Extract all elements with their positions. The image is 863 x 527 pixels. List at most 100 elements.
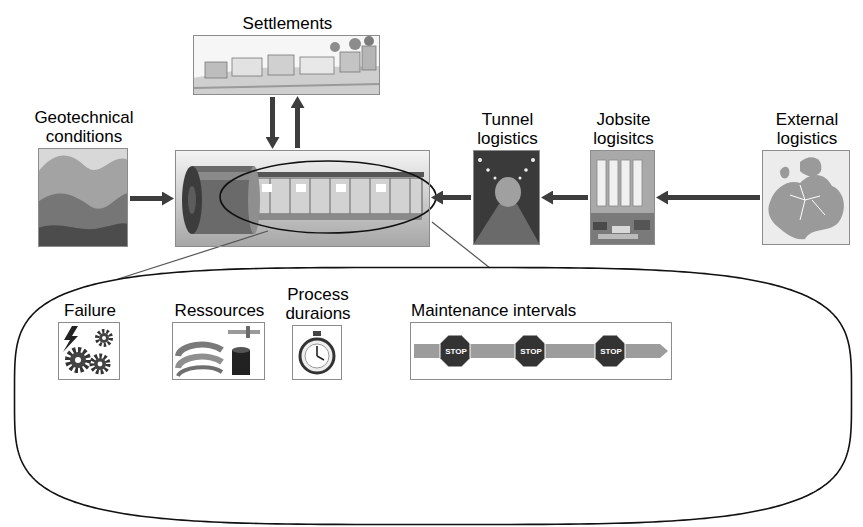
external-logistics-box: External logistics	[762, 150, 850, 245]
flow-arrow	[130, 196, 162, 201]
tunnel-picture	[473, 150, 540, 245]
failure-picture	[68, 350, 88, 370]
settlements-picture	[232, 58, 262, 76]
resources-picture	[172, 322, 265, 380]
stopwatch-picture	[313, 331, 321, 336]
tbm-picture	[262, 184, 272, 192]
tbm-picture	[254, 214, 422, 220]
tbm-picture	[188, 186, 196, 214]
tunnel-picture	[524, 168, 528, 172]
resources-picture	[172, 322, 265, 380]
tbm-picture	[270, 178, 410, 214]
failure-picture	[58, 322, 120, 380]
jobsite-logistics-box: Jobsite logisitcs	[590, 150, 655, 245]
settlements-picture	[193, 35, 380, 95]
node-heading: Geotechnical conditions	[28, 108, 140, 146]
settlements-picture	[364, 36, 374, 46]
tunnel-picture	[531, 158, 535, 162]
node-heading: Tunnel logistics	[467, 110, 549, 148]
geotechnical-picture	[38, 193, 128, 247]
geotechnical-picture	[38, 148, 128, 247]
stopwatch-picture	[292, 325, 342, 380]
resources-box: Ressources	[172, 322, 265, 380]
jobsite-picture	[590, 150, 655, 245]
settlements-picture	[193, 35, 380, 95]
tbm-picture	[336, 184, 346, 192]
resources-picture	[232, 350, 250, 375]
stop-sign-text: STOP	[595, 347, 627, 357]
stop-sign-text: STOP	[440, 347, 472, 357]
geotechnical-picture	[38, 223, 128, 247]
tbm-picture	[254, 172, 424, 177]
jobsite-picture	[597, 160, 606, 206]
stopwatch-picture	[300, 339, 334, 373]
jobsite-picture	[633, 160, 642, 206]
stopwatch-picture	[305, 344, 329, 368]
tbm-zoom-marker	[220, 161, 436, 233]
settlements-picture	[349, 38, 361, 50]
failure-picture	[70, 352, 86, 368]
jobsite-picture	[593, 222, 607, 230]
settlements-picture	[205, 62, 227, 78]
node-heading: Process duraions	[281, 285, 355, 323]
tunnel-picture	[486, 168, 490, 172]
europe-map-picture	[762, 150, 850, 245]
flow-arrow	[553, 195, 588, 200]
europe-map-picture	[768, 175, 844, 239]
node-heading: Jobsite logisitcs	[583, 110, 665, 148]
maintenance-picture	[410, 322, 672, 380]
settlements-picture	[330, 42, 340, 52]
failure-picture	[98, 362, 103, 367]
flow-arrow	[295, 108, 300, 148]
jobsite-picture	[609, 160, 618, 206]
node-heading: External logistics	[761, 110, 853, 148]
ellipse-outline	[15, 268, 852, 525]
maintenance-picture	[439, 335, 563, 367]
flow-arrow	[668, 195, 760, 200]
geotechnical-box: Geotechnical conditions	[38, 148, 128, 247]
settlements-box: Settlements	[193, 35, 380, 95]
node-heading: Ressources	[164, 301, 276, 320]
tbm-box	[175, 150, 430, 247]
tbm-zoom-marker	[118, 161, 490, 279]
resources-picture	[228, 330, 260, 334]
flow-arrow	[443, 195, 471, 200]
jobsite-picture	[590, 150, 655, 245]
tunnel-logistics-box: Tunnel logistics	[473, 150, 540, 245]
flow-arrow	[270, 97, 275, 137]
resources-picture	[178, 367, 222, 376]
maintenance-picture	[410, 322, 672, 380]
jobsite-picture	[621, 160, 630, 206]
tbm-picture	[296, 184, 306, 192]
failure-picture	[92, 356, 108, 372]
resources-picture	[246, 326, 250, 338]
settlements-picture	[340, 52, 360, 72]
jobsite-picture	[598, 234, 638, 239]
tunnel-picture	[494, 177, 497, 180]
node-heading: Failure	[45, 301, 135, 320]
node-heading: Settlements	[203, 14, 373, 33]
detail-ellipse: FailureRessourcesProcess duraionsMainten…	[13, 266, 853, 526]
settlements-picture	[300, 57, 334, 74]
failure-picture	[63, 326, 78, 352]
europe-map-picture	[800, 157, 821, 176]
maintenance-box: Maintenance intervalsSTOPSTOPSTOP	[410, 322, 672, 380]
node-heading: Maintenance intervals	[411, 301, 651, 320]
failure-picture	[97, 331, 111, 345]
tbm-picture	[182, 166, 202, 234]
tunnel-picture	[495, 177, 521, 207]
stopwatch-picture	[292, 325, 342, 380]
europe-map-picture	[790, 185, 825, 220]
failure-picture	[102, 336, 106, 340]
tunnel-picture	[478, 158, 482, 162]
resources-picture	[232, 347, 250, 353]
settlements-picture	[268, 55, 294, 75]
stopwatch-picture	[317, 346, 324, 360]
tunnel-picture	[473, 204, 540, 245]
failure-picture	[94, 358, 106, 370]
tunnel-picture	[473, 150, 540, 245]
failure-picture	[99, 333, 109, 343]
